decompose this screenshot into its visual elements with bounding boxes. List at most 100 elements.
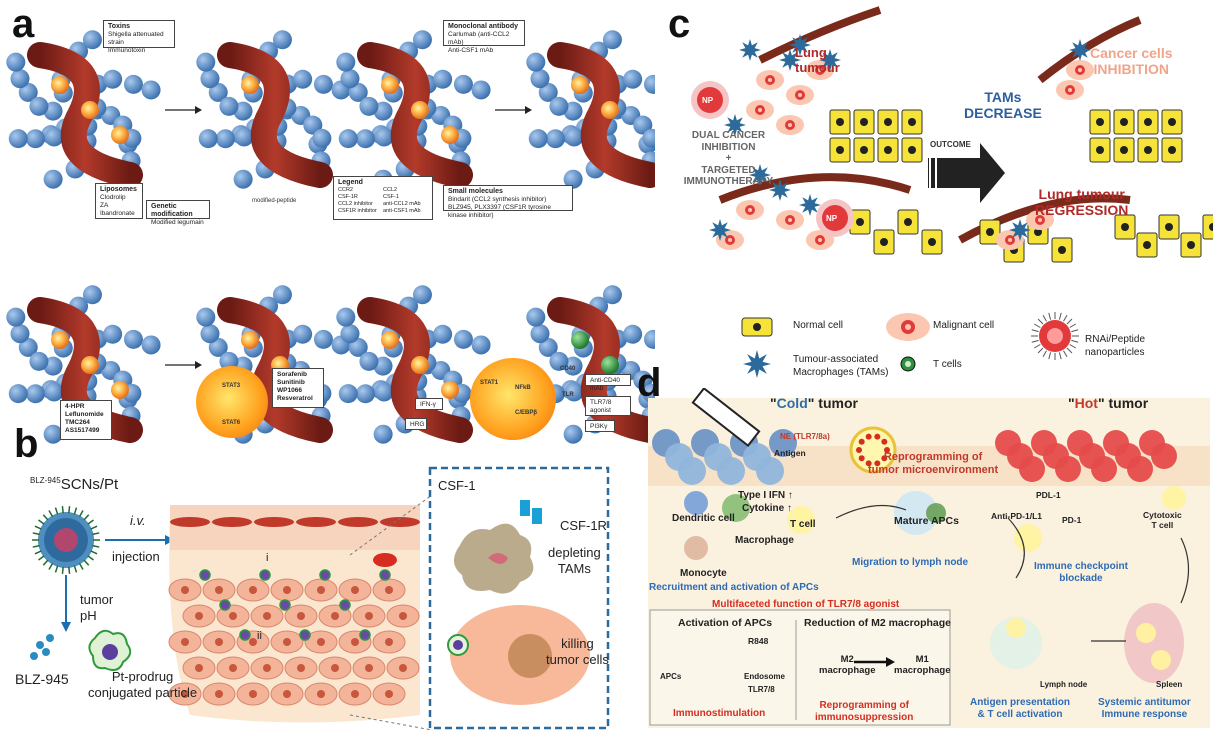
tissue-cell <box>338 384 358 404</box>
cold-tumor-cell <box>717 457 745 485</box>
np-spike <box>1048 352 1052 360</box>
nucleus <box>351 638 359 646</box>
arrowhead <box>195 106 202 114</box>
genetic-title: Genetic modification <box>151 203 193 218</box>
nucleus <box>283 586 291 594</box>
tissue-cell <box>545 129 565 149</box>
nucleus <box>385 690 393 698</box>
nucleus <box>1143 241 1151 249</box>
anti-cd40-box: Anti-CD40 mAb <box>585 374 631 392</box>
vessel <box>758 6 882 64</box>
tissue-cell <box>196 52 216 72</box>
stat3-label: STAT3 <box>222 383 241 389</box>
tissue-cell <box>123 329 143 349</box>
panel-b-illustration <box>30 466 610 731</box>
nanoparticle <box>239 629 251 641</box>
nucleus <box>908 146 916 154</box>
tissue-cell <box>6 307 26 327</box>
tissue-cell <box>348 82 368 102</box>
macrophage <box>411 101 429 119</box>
liposomes-line-2: ZA <box>100 202 109 209</box>
nanoparticle <box>299 629 311 641</box>
nanoparticle <box>279 599 291 611</box>
np-spike <box>1069 323 1077 328</box>
nucleus-core <box>748 208 752 212</box>
np-label-1: NP <box>702 96 714 105</box>
spike <box>32 532 40 536</box>
tlr78-label: TLR7/8 <box>748 685 775 694</box>
nucleus <box>317 638 325 646</box>
cd40-label: CD40 <box>560 366 576 372</box>
tam <box>819 49 841 71</box>
tissue-cell <box>528 129 548 149</box>
macrophage <box>411 356 429 374</box>
killing-word: killing <box>561 636 594 651</box>
tissue-cell <box>103 324 123 344</box>
pt-label: Pt-prodrug conjugated particle <box>88 669 197 701</box>
nucleus <box>297 612 305 620</box>
tissue-cell <box>643 329 655 349</box>
tam <box>1009 219 1031 241</box>
toxins-title: Toxins <box>108 23 131 30</box>
tissue-cell <box>359 96 379 116</box>
apcs-label: APCs <box>660 672 682 681</box>
tam <box>789 34 811 56</box>
tissue-cell <box>336 307 356 327</box>
np-dot <box>881 438 888 445</box>
spike <box>68 506 71 514</box>
nucleus <box>351 690 359 698</box>
r848-label: R848 <box>748 636 769 646</box>
stat6-drug: TMC264 <box>65 419 90 426</box>
tam <box>779 49 801 71</box>
spike <box>38 519 45 525</box>
nucleus <box>928 238 936 246</box>
legend-item: CSF-1R <box>338 194 358 200</box>
legend-malignant: Malignant cell <box>933 320 995 331</box>
hrg-text: HRG <box>410 421 425 428</box>
nucleus-core <box>798 93 802 97</box>
reduction-label: Reduction of M2 macrophage <box>804 617 952 629</box>
activation-label: Activation of APCs <box>678 617 773 629</box>
tissue-cell <box>313 329 333 349</box>
np-spike <box>1048 312 1052 320</box>
spike <box>90 525 98 530</box>
cytotoxic-2: T cell <box>1151 520 1174 530</box>
nucleus <box>331 612 339 620</box>
lymph-label: Lymph node <box>1040 680 1088 689</box>
hot-tumor-cell <box>1151 443 1177 469</box>
spike <box>87 519 94 525</box>
tumor-cells-word: tumor cells <box>546 652 609 667</box>
nucleus <box>181 690 189 698</box>
spike <box>78 563 84 570</box>
stat6-drugs-box: 4-HPR Leflunomide TMC264 AS1517499 <box>60 400 112 440</box>
nfkb-label: NFkB <box>515 385 531 391</box>
np-spike <box>1037 347 1044 354</box>
dual-5: IMMUNOTHERAPY <box>683 176 774 187</box>
nucleus <box>1121 223 1129 231</box>
systemic-label: Systemic antitumor Immune response <box>1098 697 1191 721</box>
macrophage <box>51 76 69 94</box>
spike <box>90 550 98 555</box>
depleting-word: depleting <box>548 545 601 560</box>
tissue-cell <box>293 324 313 344</box>
tam <box>724 114 746 136</box>
mature-apc-nucleus <box>926 503 946 523</box>
tams-1: Tumour-associated <box>793 354 879 365</box>
macrophage <box>81 101 99 119</box>
red-blood-cell <box>373 553 397 567</box>
tissue-cell <box>25 129 45 149</box>
tissue-cell <box>233 169 253 189</box>
arrowhead <box>525 106 532 114</box>
decrease-word: DECREASE <box>964 105 1042 121</box>
spike <box>92 544 100 548</box>
np-spike <box>1031 329 1039 333</box>
hot-tumor-cell <box>1055 456 1081 482</box>
nanoparticle <box>822 205 848 231</box>
liposomes-line-3: Ibandronate <box>100 210 135 217</box>
panel-a-illustration <box>6 30 655 444</box>
macrophage <box>381 76 399 94</box>
spleen-label: Spleen <box>1156 680 1183 689</box>
nucleus-core <box>1078 68 1082 72</box>
np-spike <box>1066 318 1073 325</box>
pi3k-text: PI3Kγ <box>590 423 608 430</box>
